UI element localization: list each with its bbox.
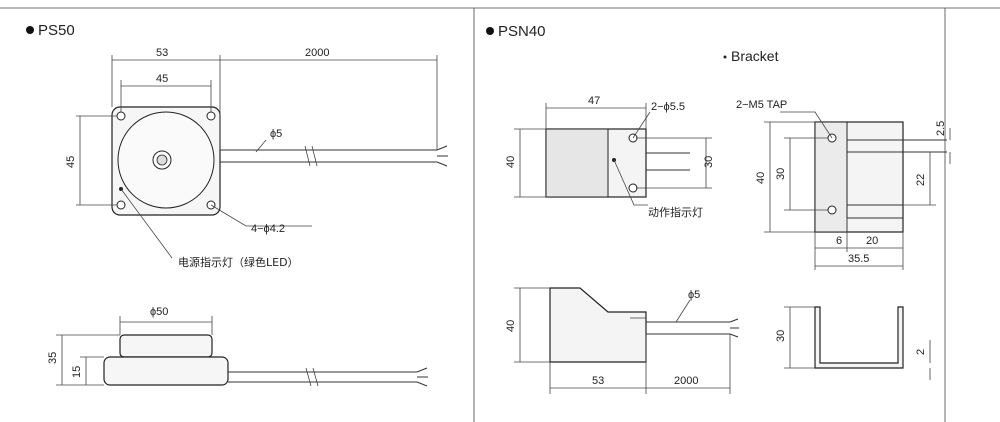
frame	[0, 7, 1000, 422]
bracket-front-view	[764, 111, 951, 270]
psn40-inner-dim: 30	[703, 156, 715, 168]
psn40-holes: 2−ϕ5.5	[651, 101, 685, 113]
psn40-height-dim: 40	[505, 156, 517, 168]
psn40-cable-dia: ϕ5	[688, 289, 700, 301]
bracket-thickness: 2	[915, 349, 927, 355]
bracket-tab-dim: 2.5	[935, 121, 947, 136]
bullet-icon	[26, 26, 34, 34]
ps50-side-height: 35	[47, 352, 59, 364]
psn40-top-view	[514, 103, 712, 206]
ps50-title: PS50	[38, 22, 75, 39]
bracket-side-view	[784, 306, 931, 380]
psn40-side-view	[514, 287, 739, 394]
ps50-side-base: 15	[71, 366, 83, 378]
ps50-face-dia: ϕ50	[150, 306, 168, 318]
bracket-span-dim: 20	[866, 235, 878, 247]
ps50-power-led-label: 电源指示灯（绿色LED）	[178, 255, 299, 269]
bracket-width-dim: 35.5	[848, 253, 869, 265]
ps50-side-view	[56, 316, 428, 387]
ps50-height-dim: 45	[65, 156, 77, 168]
ps50-holes: 4−ϕ4.2	[251, 223, 285, 235]
psn40-cable-dim: 2000	[674, 375, 698, 387]
psn40-title: PSN40	[498, 23, 546, 40]
bracket-slot-dim: 22	[915, 174, 927, 186]
m5-tap-label: 2−M5 TAP	[736, 99, 787, 111]
ps50-cable-dia: ϕ5	[270, 128, 282, 140]
bracket-height-dim: 40	[755, 172, 767, 184]
bracket-label: Bracket	[731, 48, 779, 64]
bullet-icon	[723, 55, 727, 59]
bracket-gap-dim: 6	[836, 235, 842, 247]
psn40-side-width: 53	[592, 375, 604, 387]
bracket-side-height: 30	[775, 330, 787, 342]
ps50-cable-dim: 2000	[305, 47, 329, 59]
psn40-action-led-label: 动作指示灯	[648, 205, 703, 219]
bracket-inner-dim: 30	[775, 168, 787, 180]
ps50-width-dim: 53	[156, 47, 168, 59]
bullet-icon	[486, 27, 494, 35]
ps50-inner-dim: 45	[156, 73, 168, 85]
ps50-top-view	[76, 55, 448, 259]
psn40-side-height: 40	[505, 320, 517, 332]
psn40-width-dim: 47	[588, 95, 600, 107]
